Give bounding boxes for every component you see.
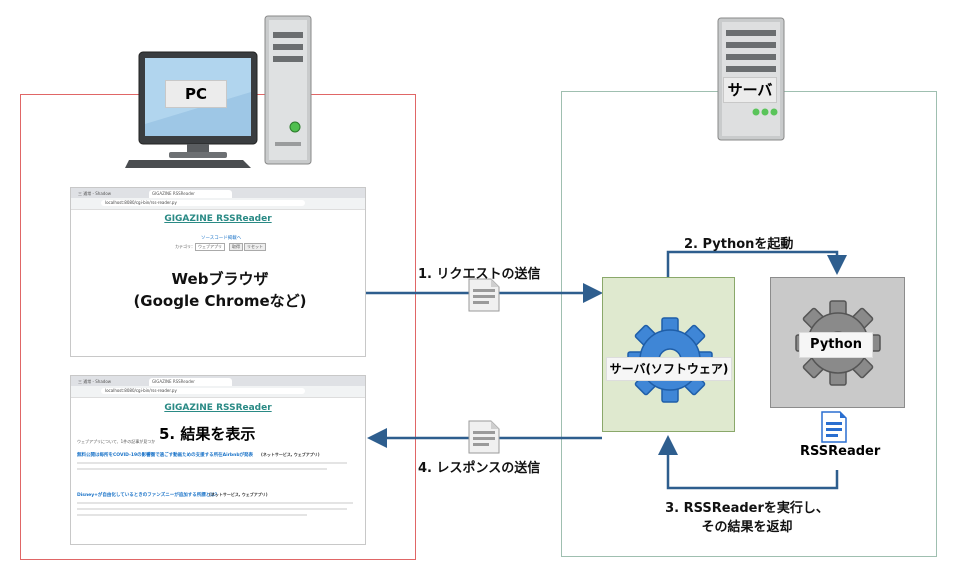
- result-count-text: ウェブアプリについて、1件の記事が見つかりました。: [77, 439, 176, 444]
- source-link[interactable]: ソースコード掲載へ: [201, 236, 242, 241]
- pc-label: PC: [165, 80, 227, 108]
- url-bar[interactable]: localhost:8080/cgi-bin/rss-reader.py: [101, 388, 305, 394]
- server-software-label: サーバ(ソフトウェア): [606, 357, 732, 381]
- response-document-icon: [468, 420, 500, 454]
- browser-tab-active[interactable]: GIGAZINE RSSReader: [149, 378, 232, 386]
- step-2-label: 2. Pythonを起動: [684, 237, 794, 252]
- result-caption: 5. 結果を表示: [155, 423, 260, 444]
- step-4-label: 4. レスポンスの送信: [418, 461, 541, 476]
- python-label: Python: [799, 332, 873, 358]
- step-3-label-line1: 3. RSSReaderを実行し、: [665, 501, 829, 516]
- step-3-label-line2: その結果を返却: [701, 520, 793, 535]
- browser-caption: Webブラウザ (Google Chromeなど): [110, 268, 330, 312]
- article-body-line: [77, 502, 353, 504]
- article-tag: (ネットサービス, ウェブアプリ): [209, 492, 268, 497]
- browser-tab-active[interactable]: GIGAZINE RSSReader: [149, 190, 232, 198]
- step-1-label: 1. リクエストの送信: [418, 267, 541, 282]
- step-3-label: 3. RSSReaderを実行し、 その結果を返却: [662, 499, 832, 537]
- browser-caption-line2: (Google Chromeなど): [133, 292, 307, 310]
- category-label: カテゴリ：: [175, 244, 195, 249]
- browser-tab[interactable]: 三 通常 - Shadow: [75, 190, 148, 198]
- article-tag: (ネットサービス, ウェブアプリ): [261, 452, 320, 457]
- article-body-line: [77, 468, 327, 470]
- rssreader-label: RSSReader: [800, 444, 881, 459]
- url-bar[interactable]: localhost:8080/cgi-bin/rss-reader.py: [101, 200, 305, 206]
- server-label: サーバ: [723, 77, 777, 103]
- article-body-line: [77, 508, 347, 510]
- browser-caption-line1: Webブラウザ: [171, 270, 269, 288]
- article-body-line: [77, 514, 307, 516]
- browser-window-bottom: 三 通常 - Shadow GIGAZINE RSSReader localho…: [70, 375, 366, 545]
- site-title[interactable]: GIGAZINE RSSReader: [164, 214, 272, 224]
- start-python-arrow: [666, 250, 847, 277]
- article-body-line: [77, 462, 347, 464]
- return-result-arrow: [658, 435, 839, 490]
- article-title[interactable]: 無料公開は毎所をCOVID-19の影響圏で過ごす動画ための支援する所在Airbn…: [77, 453, 254, 458]
- reset-button[interactable]: リセット: [244, 243, 266, 251]
- site-title[interactable]: GIGAZINE RSSReader: [164, 403, 272, 413]
- python-file-icon: [821, 411, 847, 443]
- request-document-icon: [468, 278, 500, 312]
- category-select[interactable]: ウェブアプリ: [195, 243, 225, 251]
- article-title[interactable]: Disney+が自由化しているときのファンズニーが追加する所謂とは？: [77, 493, 220, 498]
- browser-tab[interactable]: 三 通常 - Shadow: [75, 378, 148, 386]
- fetch-button[interactable]: 取得: [229, 243, 243, 251]
- browser-window-top: 三 通常 - Shadow GIGAZINE RSSReader localho…: [70, 187, 366, 357]
